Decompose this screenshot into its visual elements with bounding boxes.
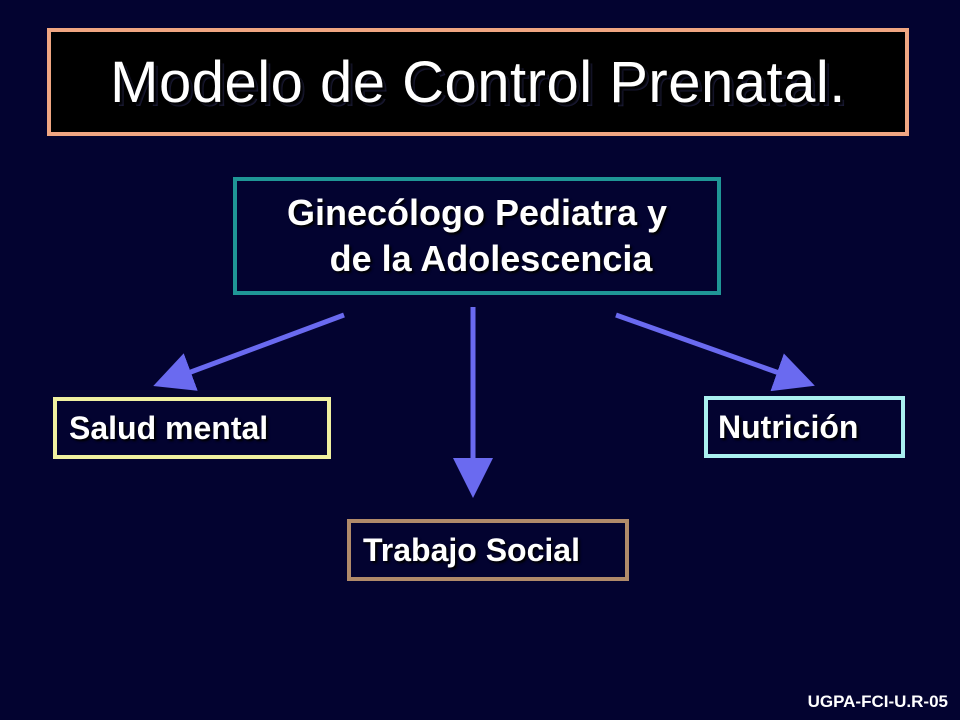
arrow-to-salud-mental: [153, 312, 345, 391]
node-ginecologo: Ginecólogo Pediatra y de la Adolescencia: [233, 177, 721, 295]
node-ginecologo-line1: Ginecólogo Pediatra y: [286, 192, 668, 233]
slide-title: Modelo de Control Prenatal.: [110, 49, 846, 115]
node-salud-mental-label: Salud mental: [69, 409, 269, 446]
node-salud-mental: Salud mental: [53, 397, 331, 459]
arrow-to-nutricion: [615, 312, 815, 392]
footer-code: UGPA-FCI-U.R-05: [807, 692, 948, 711]
node-trabajo-social: Trabajo Social: [347, 519, 629, 581]
node-ginecologo-line2: de la Adolescencia: [329, 238, 653, 279]
title-box: Modelo de Control Prenatal.: [47, 28, 909, 136]
node-nutricion-label: Nutrición: [718, 408, 859, 445]
node-nutricion: Nutrición: [704, 396, 905, 458]
node-trabajo-social-label: Trabajo Social: [363, 531, 580, 568]
